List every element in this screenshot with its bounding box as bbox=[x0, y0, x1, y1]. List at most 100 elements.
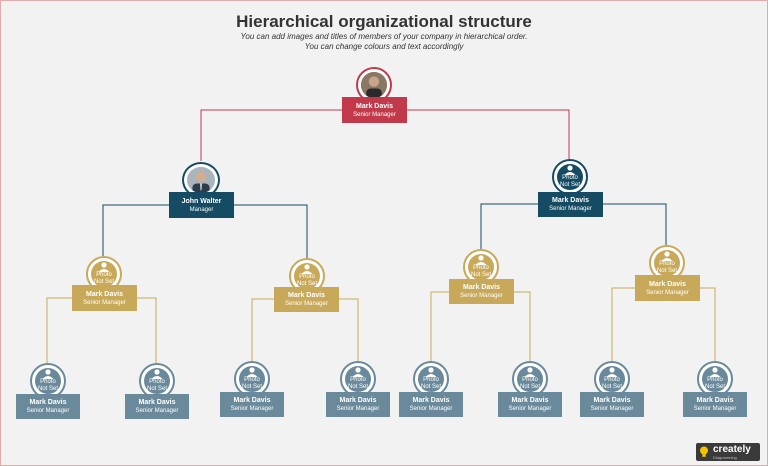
user-icon bbox=[606, 367, 618, 377]
l3-8-card[interactable]: Mark Davis Senior Manager bbox=[683, 392, 747, 417]
person-photo-icon bbox=[361, 72, 387, 98]
l3-3-card[interactable]: Mark Davis Senior Manager bbox=[220, 392, 284, 417]
node-role: Senior Manager bbox=[693, 406, 737, 412]
photo-sublabel: Not Set bbox=[37, 386, 58, 392]
l3-5-card[interactable]: Mark Davis Senior Manager bbox=[399, 392, 463, 417]
node-name: Mark Davis bbox=[339, 397, 377, 404]
photo-label: Photo bbox=[299, 274, 315, 280]
node-role: Senior Manager bbox=[135, 408, 179, 414]
photo-sublabel: Not Set bbox=[470, 272, 491, 278]
photo-sublabel: Not Set bbox=[601, 384, 622, 390]
l2-d-card[interactable]: Mark Davis Senior Manager bbox=[635, 275, 700, 301]
user-icon bbox=[42, 369, 54, 379]
photo-sublabel: Not Set bbox=[347, 384, 368, 390]
user-icon bbox=[564, 165, 576, 175]
node-name: Mark Davis bbox=[696, 397, 734, 404]
l3-6-avatar[interactable]: Photo Not Set bbox=[512, 361, 548, 397]
node-name: Mark Davis bbox=[649, 280, 686, 288]
l1-left-card[interactable]: John Walter Manager bbox=[169, 192, 234, 218]
person-photo-icon bbox=[187, 167, 215, 193]
l3-7-avatar[interactable]: Photo Not Set bbox=[594, 361, 630, 397]
node-role: Senior Manager bbox=[646, 289, 689, 296]
l3-5-avatar[interactable]: Photo Not Set bbox=[413, 361, 449, 397]
photo-label: Photo bbox=[604, 377, 620, 383]
user-icon bbox=[709, 367, 721, 377]
connector-l2d-7 bbox=[611, 287, 635, 361]
photo-label: Photo bbox=[423, 377, 439, 383]
l3-4-card[interactable]: Mark Davis Senior Manager bbox=[326, 392, 390, 417]
l3-1-card[interactable]: Mark Davis Senior Manager bbox=[16, 394, 80, 419]
photo-label: Photo bbox=[244, 377, 260, 383]
user-icon bbox=[301, 264, 313, 274]
node-role: Manager bbox=[189, 206, 214, 213]
photo-sublabel: Not Set bbox=[146, 386, 167, 392]
l1-right-avatar[interactable]: Photo Not Set bbox=[552, 159, 588, 195]
user-icon bbox=[98, 262, 110, 272]
l3-8-avatar[interactable]: Photo Not Set bbox=[697, 361, 733, 397]
user-icon bbox=[475, 255, 487, 265]
node-role: Senior Manager bbox=[353, 111, 396, 118]
node-role: Senior Manager bbox=[549, 206, 592, 212]
user-icon bbox=[425, 367, 437, 377]
node-name: Mark Davis bbox=[593, 397, 631, 404]
photo-sublabel: Not Set bbox=[241, 384, 262, 390]
photo-label: Photo bbox=[562, 175, 578, 181]
photo-sublabel: Not Set bbox=[296, 281, 317, 287]
photo-placeholder: Photo Not Set bbox=[144, 368, 170, 394]
node-role: Senior Manager bbox=[508, 406, 552, 412]
photo-placeholder: Photo Not Set bbox=[468, 254, 494, 280]
connector-l2a-2 bbox=[137, 297, 157, 363]
logo-text: creately bbox=[713, 443, 751, 455]
l2-a-avatar[interactable]: Photo Not Set bbox=[86, 256, 122, 292]
connector-l1left-a bbox=[102, 204, 169, 256]
photo-sublabel: Not Set bbox=[656, 268, 677, 274]
l3-2-card[interactable]: Mark Davis Senior Manager bbox=[125, 394, 189, 419]
l2-a-card[interactable]: Mark Davis Senior Manager bbox=[72, 285, 137, 311]
connector-l2d-8 bbox=[700, 287, 716, 361]
photo-placeholder: Photo Not Set bbox=[557, 164, 583, 190]
l2-c-card[interactable]: Mark Davis Senior Manager bbox=[449, 279, 514, 304]
l3-3-avatar[interactable]: Photo Not Set bbox=[234, 361, 270, 397]
node-name: John Walter bbox=[181, 197, 222, 205]
photo-placeholder: Photo Not Set bbox=[35, 368, 61, 394]
connector-l2a-1 bbox=[46, 297, 72, 363]
node-name: Mark Davis bbox=[552, 197, 589, 204]
l2-b-card[interactable]: Mark Davis Senior Manager bbox=[274, 287, 339, 312]
l1-left-avatar[interactable] bbox=[182, 162, 220, 198]
connector-l2c-6 bbox=[514, 291, 531, 361]
photo-placeholder: Photo Not Set bbox=[294, 263, 320, 289]
l3-7-card[interactable]: Mark Davis Senior Manager bbox=[580, 392, 644, 417]
connector-root-right bbox=[407, 109, 570, 159]
node-role: Senior Manager bbox=[230, 406, 274, 412]
page-subtitle-line2: You can change colours and text accordin… bbox=[304, 42, 464, 51]
node-name: Mark Davis bbox=[86, 290, 123, 298]
photo-label: Photo bbox=[522, 377, 538, 383]
node-role: Senior Manager bbox=[285, 301, 328, 307]
connector-l1right-c bbox=[480, 203, 538, 249]
photo-sublabel: Not Set bbox=[519, 384, 540, 390]
creately-logo: creately Diagramming bbox=[696, 443, 760, 461]
node-name: Mark Davis bbox=[288, 292, 325, 299]
photo-sublabel: Not Set bbox=[559, 182, 580, 188]
node-role: Senior Manager bbox=[409, 406, 453, 412]
page-subtitle-line1: You can add images and titles of members… bbox=[240, 32, 528, 41]
node-name: Mark Davis bbox=[138, 399, 176, 406]
page-title: Hierarchical organizational structure bbox=[236, 12, 532, 31]
l3-6-card[interactable]: Mark Davis Senior Manager bbox=[498, 392, 562, 417]
node-name: Mark Davis bbox=[29, 399, 67, 406]
connector-l1right-d bbox=[603, 203, 667, 245]
user-icon bbox=[151, 369, 163, 379]
photo-placeholder: Photo Not Set bbox=[599, 366, 625, 392]
photo-sublabel: Not Set bbox=[704, 384, 725, 390]
l3-1-avatar[interactable]: Photo Not Set bbox=[30, 363, 66, 399]
l3-2-avatar[interactable]: Photo Not Set bbox=[139, 363, 175, 399]
root-card[interactable]: Mark Davis Senior Manager bbox=[342, 97, 407, 123]
l1-right-card[interactable]: Mark Davis Senior Manager bbox=[538, 192, 603, 217]
node-role: Senior Manager bbox=[460, 293, 503, 299]
photo-sublabel: Not Set bbox=[93, 279, 114, 285]
photo-label: Photo bbox=[473, 265, 489, 271]
l3-4-avatar[interactable]: Photo Not Set bbox=[340, 361, 376, 397]
photo-label: Photo bbox=[96, 272, 112, 278]
lightbulb-icon bbox=[700, 446, 708, 457]
